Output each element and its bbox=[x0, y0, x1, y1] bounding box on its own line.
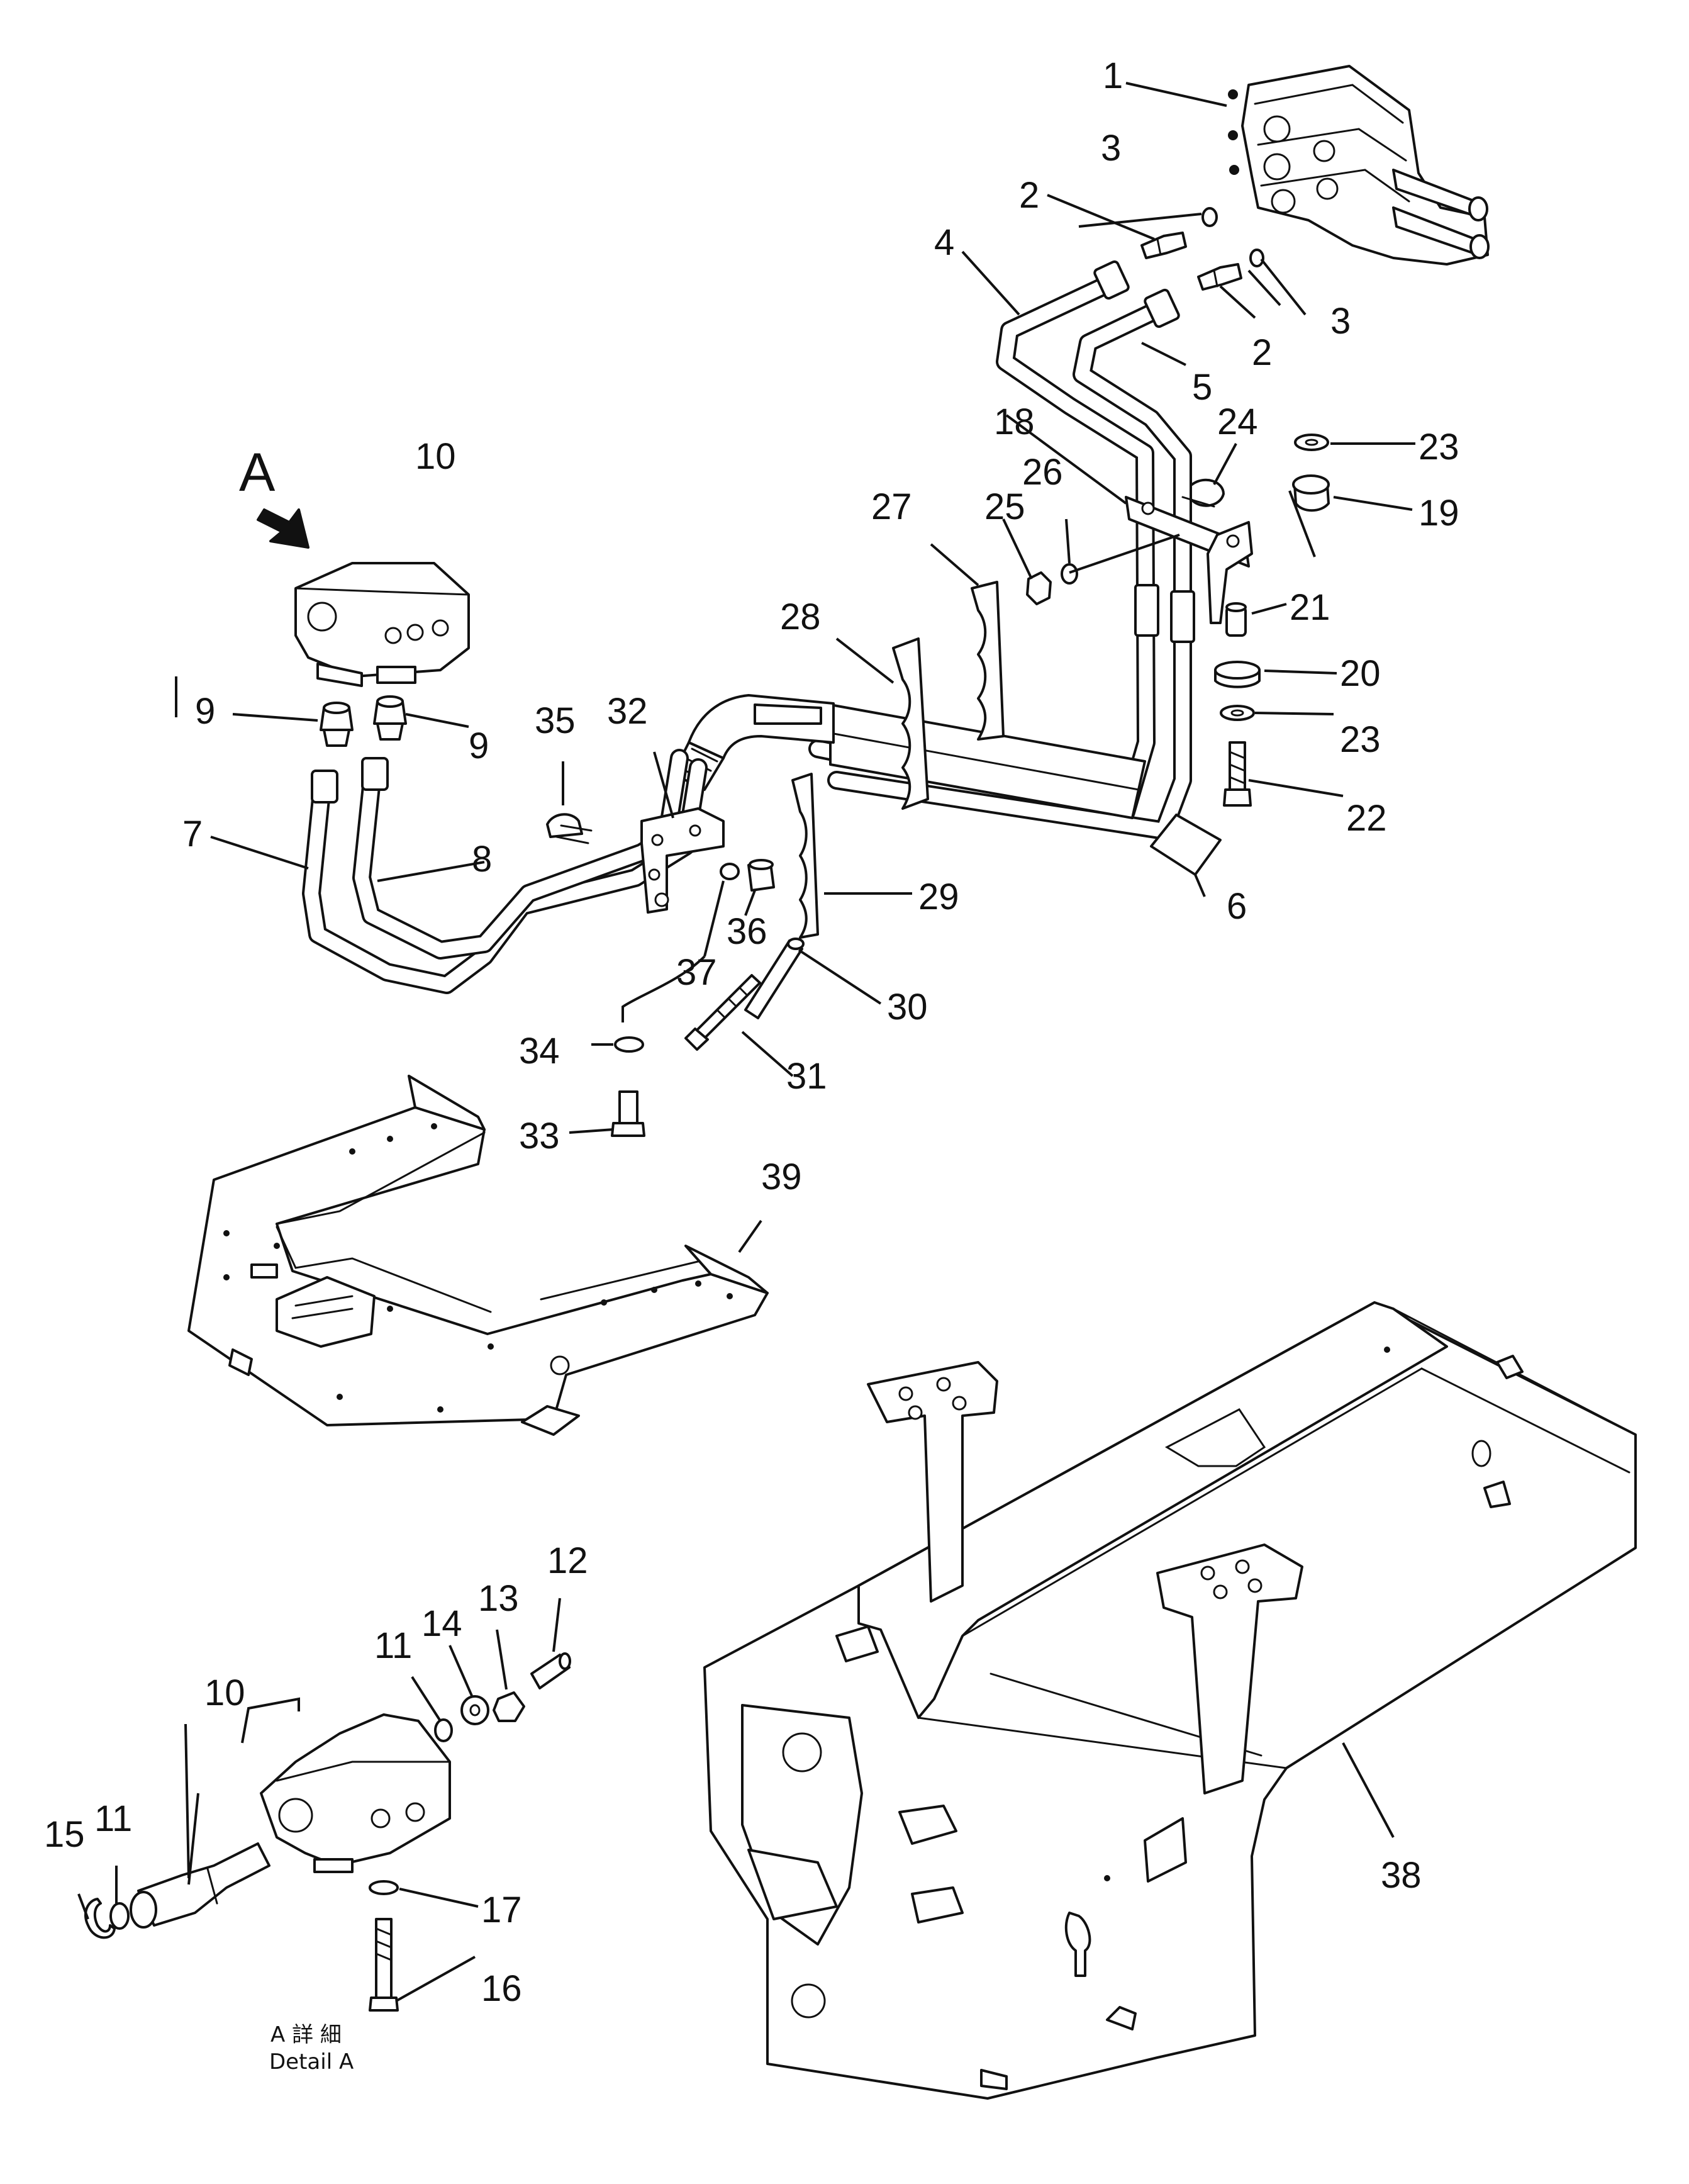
callout-19: 19 bbox=[1419, 493, 1459, 534]
callout-3-lower: 3 bbox=[1330, 301, 1351, 342]
callout-6: 6 bbox=[1227, 886, 1247, 927]
view-marker-a: A bbox=[239, 442, 276, 503]
callout-9-right: 9 bbox=[469, 725, 489, 766]
callout-11-upper: 11 bbox=[374, 1625, 412, 1666]
control-valve-assembly bbox=[1228, 65, 1490, 266]
callout-18: 18 bbox=[994, 401, 1035, 442]
callout-38: 38 bbox=[1381, 1855, 1422, 1896]
long-bolts bbox=[684, 938, 805, 1051]
callout-33: 33 bbox=[519, 1116, 560, 1156]
callout-31: 31 bbox=[786, 1056, 827, 1097]
callout-10-upper: 10 bbox=[415, 436, 456, 477]
callout-36: 36 bbox=[727, 911, 767, 952]
floor-frame-plate bbox=[187, 1075, 769, 1436]
callout-1: 1 bbox=[1103, 55, 1123, 96]
rubber-mount-stack bbox=[1214, 434, 1330, 807]
callout-29: 29 bbox=[918, 876, 959, 917]
callout-34: 34 bbox=[519, 1031, 560, 1072]
callout-2-lower: 2 bbox=[1252, 332, 1272, 373]
callout-25: 25 bbox=[984, 486, 1025, 527]
callout-11-lower: 11 bbox=[94, 1798, 132, 1839]
callout-17: 17 bbox=[481, 1890, 522, 1930]
callout-23-lower: 23 bbox=[1340, 719, 1381, 760]
view-direction-arrow-icon bbox=[257, 508, 309, 549]
callout-2-upper: 2 bbox=[1019, 175, 1039, 216]
detail-a-valve bbox=[84, 1652, 571, 2012]
callout-24: 24 bbox=[1217, 401, 1258, 442]
hydraulic-tubes-lower bbox=[302, 749, 708, 994]
callout-7: 7 bbox=[182, 814, 203, 854]
tube-clamp-halves bbox=[791, 581, 1005, 939]
main-frame bbox=[703, 1301, 1637, 2100]
detail-caption-japanese: A 詳 細 bbox=[270, 2022, 342, 2047]
callout-22: 22 bbox=[1346, 798, 1387, 839]
adapter-fittings bbox=[1140, 207, 1264, 291]
callout-30: 30 bbox=[887, 987, 928, 1028]
callout-12: 12 bbox=[547, 1540, 588, 1581]
callout-13: 13 bbox=[478, 1578, 519, 1619]
callout-15: 15 bbox=[44, 1814, 85, 1855]
callout-27: 27 bbox=[871, 486, 912, 527]
callout-5: 5 bbox=[1192, 367, 1212, 408]
callout-20: 20 bbox=[1340, 653, 1381, 694]
callout-23-upper: 23 bbox=[1419, 427, 1459, 468]
callout-28: 28 bbox=[780, 596, 821, 637]
callout-3-upper: 3 bbox=[1101, 128, 1121, 169]
detail-caption-english: Detail A bbox=[269, 2049, 354, 2075]
callout-8: 8 bbox=[472, 839, 492, 880]
priority-valve-upper bbox=[294, 562, 470, 687]
leader-lines bbox=[77, 82, 1415, 2002]
callout-10-detail: 10 bbox=[204, 1672, 245, 1713]
callout-9-left: 9 bbox=[195, 691, 215, 732]
callout-4: 4 bbox=[934, 222, 954, 263]
tube-clamp-bracket bbox=[1026, 478, 1253, 624]
callout-16: 16 bbox=[481, 1968, 522, 2009]
callout-14: 14 bbox=[421, 1603, 462, 1644]
callout-32: 32 bbox=[607, 691, 648, 732]
callout-35: 35 bbox=[535, 700, 576, 741]
adapter-fittings-9 bbox=[320, 695, 407, 747]
callout-37: 37 bbox=[676, 952, 717, 993]
tube-support-bracket bbox=[546, 807, 775, 1137]
callout-labels: 1 2 2 3 3 4 5 6 7 8 9 9 10 10 11 11 12 1… bbox=[44, 55, 1459, 2075]
callout-39: 39 bbox=[761, 1156, 802, 1197]
callout-26: 26 bbox=[1022, 452, 1063, 493]
callout-21: 21 bbox=[1290, 587, 1330, 628]
